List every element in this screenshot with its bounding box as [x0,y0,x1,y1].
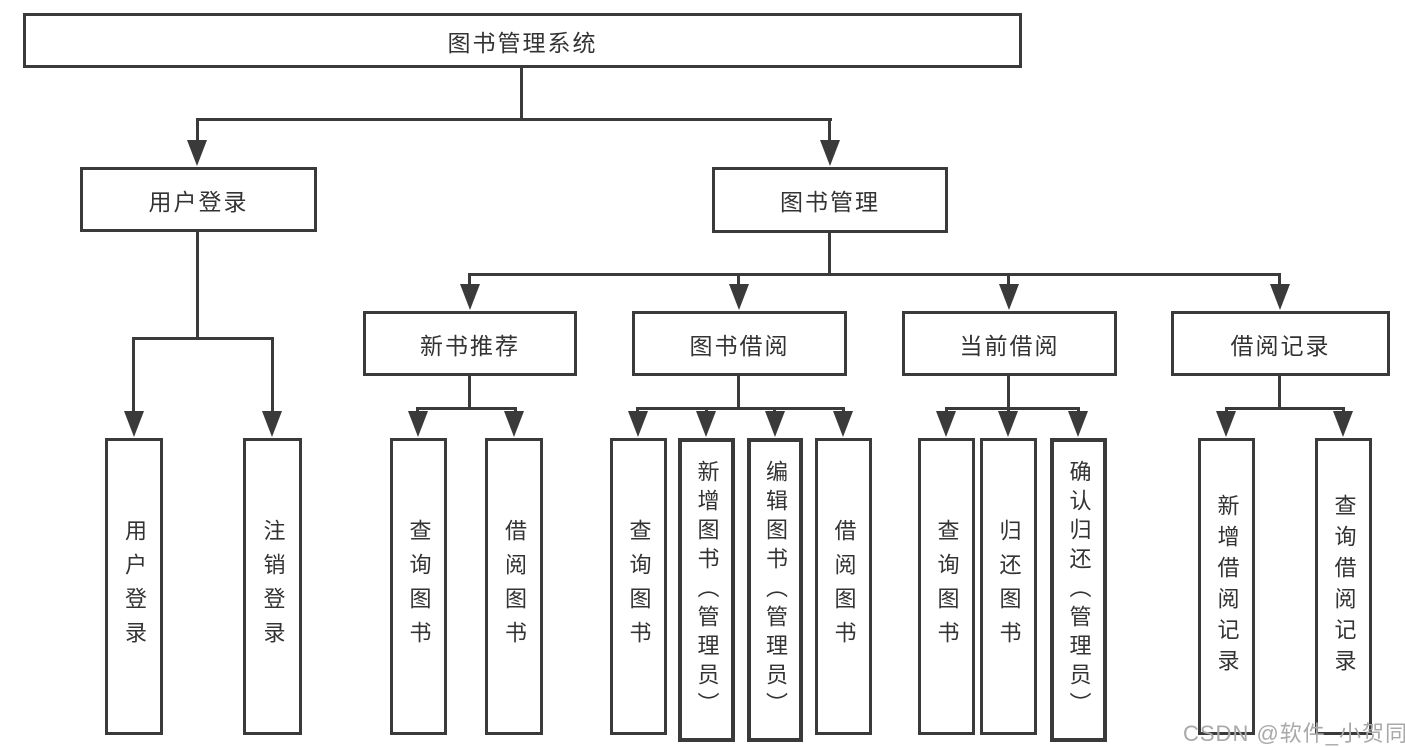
connector-line [468,376,471,407]
connector-line [737,273,740,287]
leaf-label: 查询借阅记录 [1331,493,1357,680]
arrow-down-icon [408,411,428,437]
leaf-user-login: 用户登录 [105,438,163,735]
leaf-label: 新增借阅记录 [1214,493,1240,680]
arrow-down-icon [833,411,853,437]
connector-line [468,273,1281,276]
arrow-down-icon [628,411,648,437]
node-current-borrow: 当前借阅 [902,311,1117,376]
leaf-query-books-current: 查询图书 [918,438,975,735]
arrow-down-icon [820,140,840,166]
node-new-book-recommend: 新书推荐 [363,311,577,376]
connector-line [773,407,776,414]
node-label: 图书管理系统 [447,29,598,56]
connector-line [828,233,831,273]
leaf-query-books-borrow: 查询图书 [610,438,667,735]
connector-line [705,407,708,414]
node-label: 图书管理 [780,189,880,215]
connector-line [945,407,1080,410]
arrow-down-icon [124,411,144,437]
leaf-label: 确认归还（管理员） [1066,459,1092,721]
leaf-label: 查询图书 [406,518,432,655]
node-label: 用户登录 [148,188,249,215]
connector-line [1342,407,1345,414]
connector-line [1007,273,1010,287]
leaf-label: 归还图书 [996,518,1022,655]
arrow-down-icon [262,411,282,437]
node-book-management: 图书管理 [712,167,948,233]
arrow-down-icon [998,411,1018,437]
connector-line [271,337,274,413]
connector-line [945,407,948,414]
leaf-edit-books-admin: 编辑图书（管理员） [747,438,803,742]
connector-line [1007,407,1010,414]
leaf-borrow-books-recommend: 借阅图书 [485,438,543,735]
connector-line [1077,407,1080,414]
leaf-add-borrow-record: 新增借阅记录 [1198,438,1255,735]
node-label: 借阅记录 [1230,332,1331,359]
leaf-return-books: 归还图书 [980,438,1037,735]
arrow-down-icon [765,411,785,437]
arrow-down-icon [1333,411,1353,437]
connector-line [1007,376,1010,407]
leaf-label: 新增图书（管理员） [694,459,720,721]
node-label: 图书借阅 [689,332,790,359]
connector-line [468,273,471,287]
connector-line [196,118,199,143]
arrow-down-icon [936,411,956,437]
leaf-add-books-admin: 新增图书（管理员） [678,438,735,742]
connector-line [132,337,135,413]
arrow-down-icon [1270,284,1290,310]
leaf-borrow-books: 借阅图书 [815,438,872,735]
node-label: 当前借阅 [959,332,1060,359]
leaf-query-borrow-record: 查询借阅记录 [1315,438,1372,735]
connector-line [636,407,845,410]
leaf-label: 查询图书 [934,518,960,655]
arrow-down-icon [460,284,480,310]
connector-line [196,232,199,337]
arrow-down-icon [729,284,749,310]
leaf-query-books-recommend: 查询图书 [390,438,447,735]
connector-line [132,337,274,340]
connector-line [520,68,523,118]
connector-line [514,407,517,414]
leaf-label: 借阅图书 [831,518,857,655]
arrow-down-icon [187,140,207,166]
node-library-management-system: 图书管理系统 [23,13,1022,68]
node-label: 新书推荐 [420,332,520,359]
connector-line [1278,376,1281,407]
leaf-label: 用户登录 [122,518,147,655]
leaf-confirm-return-admin: 确认归还（管理员） [1050,438,1107,742]
connector-line [1225,407,1345,410]
connector-line [1278,273,1281,287]
watermark: CSDN @软件_小贺同学 [1183,721,1405,746]
connector-line [842,407,845,414]
node-user-login: 用户登录 [80,167,317,232]
leaf-label: 编辑图书（管理员） [763,459,788,721]
arrow-down-icon [1216,411,1236,437]
connector-line [828,118,831,143]
leaf-label: 查询图书 [626,518,652,655]
connector-line [636,407,639,414]
arrow-down-icon [696,411,716,437]
connector-line [416,407,517,410]
connector-line [416,407,419,414]
arrow-down-icon [1068,411,1088,437]
node-book-borrow: 图书借阅 [632,311,847,376]
connector-line [737,376,740,407]
arrow-down-icon [504,411,524,437]
node-borrow-records: 借阅记录 [1171,311,1390,376]
connector-line [196,118,832,121]
leaf-label: 借阅图书 [502,518,527,655]
leaf-logout-login: 注销登录 [243,438,302,735]
arrow-down-icon [999,284,1019,310]
connector-line [1225,407,1228,414]
leaf-label: 注销登录 [260,518,286,655]
